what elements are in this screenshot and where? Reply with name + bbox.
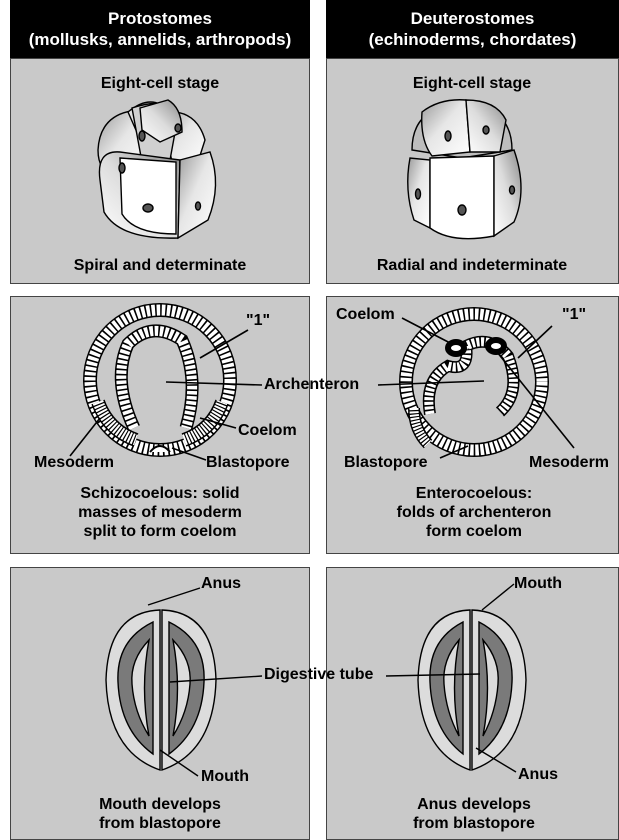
schizocoelous-caption-line: masses of mesoderm [78, 503, 242, 522]
anus-develops-caption-line: from blastopore [413, 814, 535, 833]
enterocoelous-caption: Enterocoelous: folds of archenteron form… [397, 484, 552, 541]
schizocoelous-caption: Schizocoelous: solid masses of mesoderm … [78, 484, 242, 541]
enterocoelous-caption-line: folds of archenteron [397, 503, 552, 522]
protostome-mouth-label: Mouth [201, 768, 249, 786]
spiral-caption: Spiral and determinate [74, 257, 247, 275]
deuterostome-mouth-label: Mouth [514, 575, 562, 593]
deuterostome-gut [386, 584, 526, 772]
mouth-develops-caption: Mouth develops from blastopore [99, 795, 221, 833]
digestive-tube-label: Digestive tube [264, 666, 373, 684]
protostome-gut [106, 588, 262, 776]
deuterostome-mesoderm-label: Mesoderm [529, 454, 609, 472]
protostome-coelom-label: Coelom [238, 422, 297, 440]
protostome-label-1: "1" [246, 312, 270, 330]
anus-develops-caption: Anus develops from blastopore [413, 795, 535, 833]
enterocoelous-caption-line: form coelom [397, 522, 552, 541]
mouth-develops-caption-line: Mouth develops [99, 795, 221, 814]
protostome-mesoderm-label: Mesoderm [34, 454, 114, 472]
deuterostome-blastopore-label: Blastopore [344, 454, 428, 472]
schizocoelous-gastrula [90, 310, 230, 452]
deuterostome-anus-label: Anus [518, 766, 558, 784]
schizocoelous-caption-line: split to form coelom [78, 522, 242, 541]
radial-embryo [408, 100, 521, 239]
deuterostome-stage-title: Eight-cell stage [413, 75, 531, 93]
deuterostome-coelom-label: Coelom [336, 306, 395, 324]
anus-develops-caption-line: Anus develops [413, 795, 535, 814]
protostome-blastopore-label: Blastopore [206, 454, 290, 472]
protostome-stage-title: Eight-cell stage [101, 75, 219, 93]
spiral-embryo [98, 100, 216, 238]
protostome-anus-label: Anus [201, 575, 241, 593]
schizocoelous-caption-line: Schizocoelous: solid [78, 484, 242, 503]
archenteron-label: Archenteron [264, 376, 359, 394]
deuterostome-label-1: "1" [562, 306, 586, 324]
mouth-develops-caption-line: from blastopore [99, 814, 221, 833]
radial-caption: Radial and indeterminate [377, 257, 567, 275]
enterocoelous-caption-line: Enterocoelous: [397, 484, 552, 503]
